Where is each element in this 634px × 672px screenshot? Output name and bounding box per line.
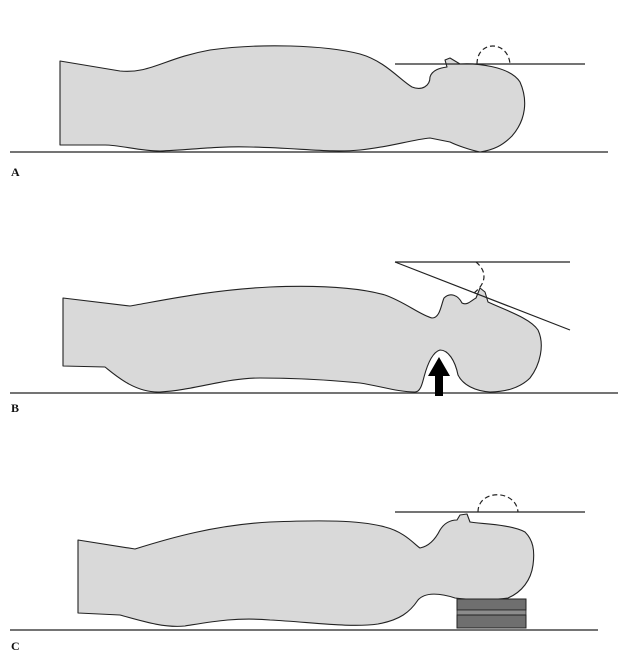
support-block-middle-layer xyxy=(456,609,527,616)
panel-a-body-silhouette xyxy=(59,45,526,153)
panel-b-tilted-reference-line xyxy=(394,261,571,331)
panel-a-dashed-arc xyxy=(476,45,511,65)
panel-a xyxy=(10,45,608,153)
head-support-block xyxy=(456,598,527,629)
panel-a-label: A xyxy=(11,165,20,179)
panel-b-label: B xyxy=(11,401,20,415)
panel-c-label: C xyxy=(11,639,20,653)
panel-c xyxy=(10,494,598,631)
panel-b-dashed-arc xyxy=(473,261,485,294)
panel-b xyxy=(10,261,618,396)
panel-c-body-silhouette xyxy=(77,513,535,627)
panel-b-body-silhouette xyxy=(62,285,542,393)
panel-b-up-arrow-icon xyxy=(428,357,450,396)
panel-c-dashed-arc xyxy=(477,494,519,513)
support-block-top-layer xyxy=(456,598,527,611)
support-block-bottom-layer xyxy=(456,614,527,629)
